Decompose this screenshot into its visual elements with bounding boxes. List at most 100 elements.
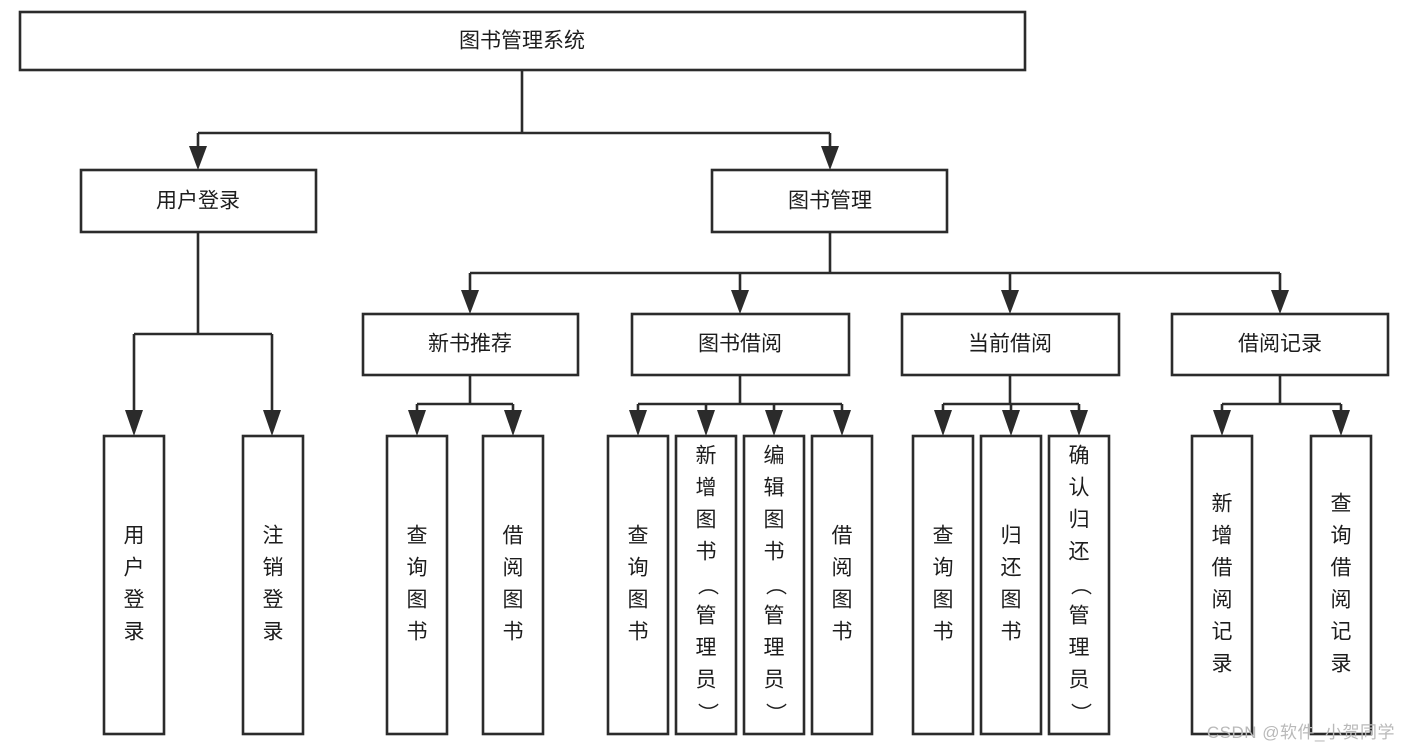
node-borrow-record[interactable]: 借阅记录 xyxy=(1170,312,1390,377)
leaf-return-book-box[interactable] xyxy=(979,434,1043,736)
svg-text:借: 借 xyxy=(1331,557,1352,580)
node-book-manage-label: 图书管理 xyxy=(788,190,872,213)
svg-text:辑: 辑 xyxy=(764,477,785,500)
svg-text:管: 管 xyxy=(1069,605,1090,628)
node-book-borrow[interactable]: 图书借阅 xyxy=(630,312,851,377)
svg-text:书: 书 xyxy=(832,621,853,644)
svg-text:借: 借 xyxy=(503,525,524,548)
leaf-query-book-2[interactable] xyxy=(606,434,670,736)
svg-text:图: 图 xyxy=(628,589,649,612)
svg-text:书: 书 xyxy=(407,621,428,644)
leaf-query-book-3[interactable] xyxy=(911,434,975,736)
svg-text:）: ） xyxy=(695,703,718,724)
leaf-add-record-box[interactable] xyxy=(1190,434,1254,736)
arrow-leaf-borrow-book-1 xyxy=(504,410,522,436)
svg-text:确: 确 xyxy=(1069,445,1090,468)
arrow-newbook xyxy=(461,290,479,314)
leaf-edit-book[interactable] xyxy=(742,434,806,736)
svg-text:新: 新 xyxy=(1212,493,1233,516)
svg-text:图: 图 xyxy=(407,589,428,612)
leaf-edit-book-box[interactable] xyxy=(742,434,806,736)
node-new-book-recommend-box[interactable] xyxy=(361,312,580,377)
leaf-user-login-box[interactable] xyxy=(102,434,166,736)
svg-text:员: 员 xyxy=(696,669,717,692)
leaf-user-login-label: 用户登录 xyxy=(124,525,145,644)
svg-text:询: 询 xyxy=(407,557,428,580)
leaf-query-book-1-box[interactable] xyxy=(385,434,449,736)
svg-text:录: 录 xyxy=(124,621,145,644)
arrow-leaf-query-book-3 xyxy=(934,410,952,436)
svg-text:图: 图 xyxy=(764,509,785,532)
svg-text:登: 登 xyxy=(263,589,284,612)
leaf-add-record[interactable] xyxy=(1190,434,1254,736)
arrow-leaf-query-book-1 xyxy=(408,410,426,436)
svg-text:阅: 阅 xyxy=(832,557,853,580)
leaf-query-book-3-box[interactable] xyxy=(911,434,975,736)
svg-text:管: 管 xyxy=(696,605,717,628)
node-user-login[interactable]: 用户登录 xyxy=(79,168,318,234)
arrow-leaf-add-book xyxy=(697,410,715,436)
leaf-borrow-book-1[interactable] xyxy=(481,434,545,736)
leaf-user-login[interactable] xyxy=(102,434,166,736)
svg-text:书: 书 xyxy=(933,621,954,644)
node-book-borrow-label: 图书借阅 xyxy=(698,333,782,356)
svg-text:借: 借 xyxy=(1212,557,1233,580)
leaf-logout[interactable] xyxy=(241,434,305,736)
leaf-query-book-2-box[interactable] xyxy=(606,434,670,736)
svg-text:员: 员 xyxy=(1069,669,1090,692)
arrow-leaf-return-book xyxy=(1002,410,1020,436)
node-book-manage[interactable]: 图书管理 xyxy=(710,168,949,234)
node-borrow-record-box[interactable] xyxy=(1170,312,1390,377)
arrow-user-login xyxy=(189,146,207,170)
node-book-manage-box[interactable] xyxy=(710,168,949,234)
leaf-query-book-1[interactable] xyxy=(385,434,449,736)
leaf-logout-box[interactable] xyxy=(241,434,305,736)
node-root-box[interactable] xyxy=(18,10,1027,72)
svg-text:书: 书 xyxy=(764,541,785,564)
svg-text:图: 图 xyxy=(832,589,853,612)
leaf-query-record-box[interactable] xyxy=(1309,434,1373,736)
svg-text:增: 增 xyxy=(1212,525,1233,548)
node-root[interactable]: 图书管理系统 xyxy=(18,10,1027,72)
node-current-borrow-box[interactable] xyxy=(900,312,1121,377)
node-new-book-recommend[interactable]: 新书推荐 xyxy=(361,312,580,377)
node-current-borrow[interactable]: 当前借阅 xyxy=(900,312,1121,377)
leaf-borrow-book-1-box[interactable] xyxy=(481,434,545,736)
svg-text:图: 图 xyxy=(1001,589,1022,612)
leaf-confirm-return[interactable] xyxy=(1047,434,1111,736)
arrow-leaf-add-record xyxy=(1213,410,1231,436)
svg-text:查: 查 xyxy=(407,525,428,548)
arrow-leaf-query-book-2 xyxy=(629,410,647,436)
leaf-add-book[interactable] xyxy=(674,434,738,736)
svg-text:询: 询 xyxy=(933,557,954,580)
leaf-return-book[interactable] xyxy=(979,434,1043,736)
leaf-add-book-box[interactable] xyxy=(674,434,738,736)
arrow-leaf-query-record xyxy=(1332,410,1350,436)
svg-text:编: 编 xyxy=(764,445,785,468)
svg-text:借: 借 xyxy=(832,525,853,548)
arrow-book-manage xyxy=(821,146,839,170)
svg-text:录: 录 xyxy=(1212,653,1233,676)
node-user-login-box[interactable] xyxy=(79,168,318,234)
leaf-borrow-book-2-box[interactable] xyxy=(810,434,874,736)
svg-text:员: 员 xyxy=(764,669,785,692)
leaf-confirm-return-box[interactable] xyxy=(1047,434,1111,736)
svg-text:归: 归 xyxy=(1001,525,1022,548)
svg-text:管: 管 xyxy=(764,605,785,628)
svg-text:记: 记 xyxy=(1331,621,1352,644)
svg-text:还: 还 xyxy=(1001,557,1022,580)
arrow-leaf-confirm-return xyxy=(1070,410,1088,436)
leaf-query-record[interactable] xyxy=(1309,434,1373,736)
leaf-borrow-book-2[interactable] xyxy=(810,434,874,736)
node-book-borrow-box[interactable] xyxy=(630,312,851,377)
